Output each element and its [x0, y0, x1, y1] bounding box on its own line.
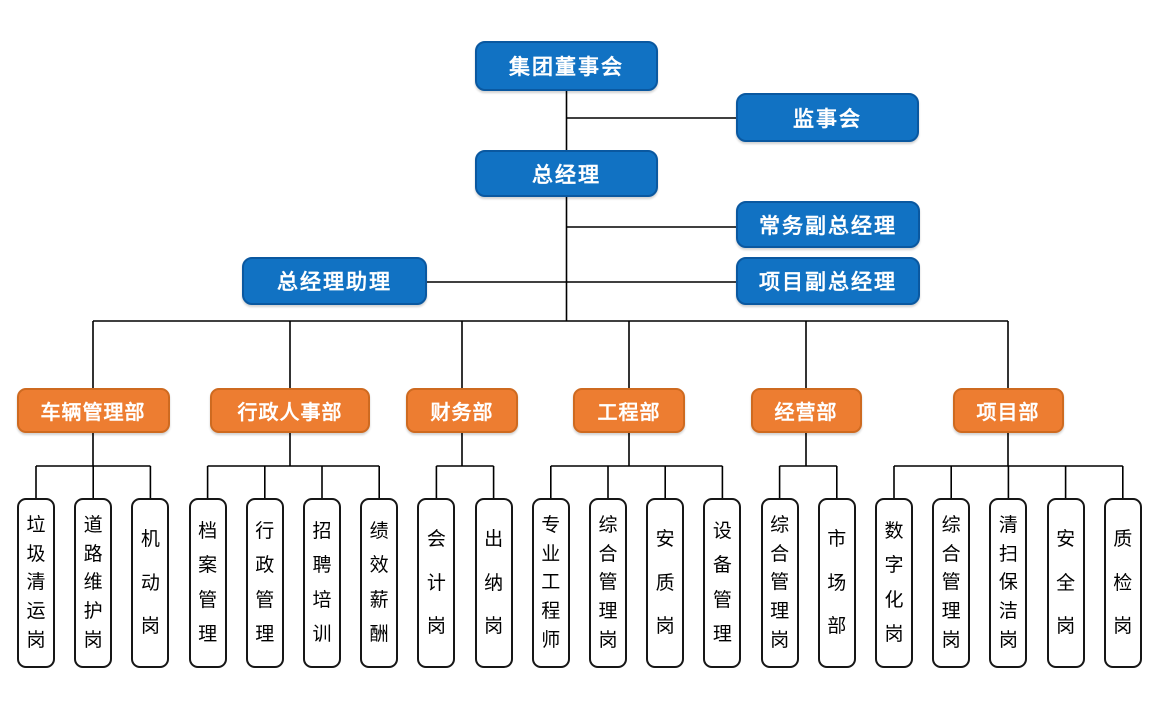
position-box: 垃圾清运岗 — [17, 498, 55, 668]
position-box: 档案管理 — [188, 498, 227, 668]
department-box: 项目部 — [952, 388, 1064, 433]
position-box: 机动岗 — [131, 498, 170, 668]
position-box: 专业工程师 — [531, 498, 570, 668]
department-box: 车辆管理部 — [16, 388, 170, 433]
gm-assistant-box: 总经理助理 — [242, 257, 427, 305]
position-box: 出纳岗 — [474, 498, 513, 668]
position-box: 招聘培训 — [303, 498, 341, 668]
department-box: 工程部 — [573, 388, 685, 433]
position-box: 质检岗 — [1103, 498, 1142, 668]
position-box: 综合管理岗 — [932, 498, 971, 668]
project-deputy-gm-box: 项目副总经理 — [736, 257, 920, 305]
board-of-directors-box: 集团董事会 — [475, 41, 658, 91]
position-box: 数字化岗 — [875, 498, 913, 668]
general-manager-box: 总经理 — [475, 150, 658, 197]
position-box: 设备管理 — [703, 498, 742, 668]
position-box: 会计岗 — [417, 498, 456, 668]
position-box: 安全岗 — [1046, 498, 1085, 668]
department-box: 行政人事部 — [210, 388, 370, 433]
executive-deputy-gm-box: 常务副总经理 — [736, 201, 920, 248]
department-box: 财务部 — [406, 388, 518, 433]
position-box: 综合管理岗 — [589, 498, 627, 668]
position-box: 清扫保洁岗 — [989, 498, 1028, 668]
department-box: 经营部 — [750, 388, 862, 433]
position-box: 综合管理岗 — [760, 498, 799, 668]
supervisory-board-box: 监事会 — [736, 93, 919, 142]
position-box: 绩效薪酬 — [360, 498, 399, 668]
position-box: 市场部 — [817, 498, 856, 668]
position-box: 安质岗 — [646, 498, 685, 668]
position-box: 道路维护岗 — [74, 498, 113, 668]
position-box: 行政管理 — [245, 498, 284, 668]
